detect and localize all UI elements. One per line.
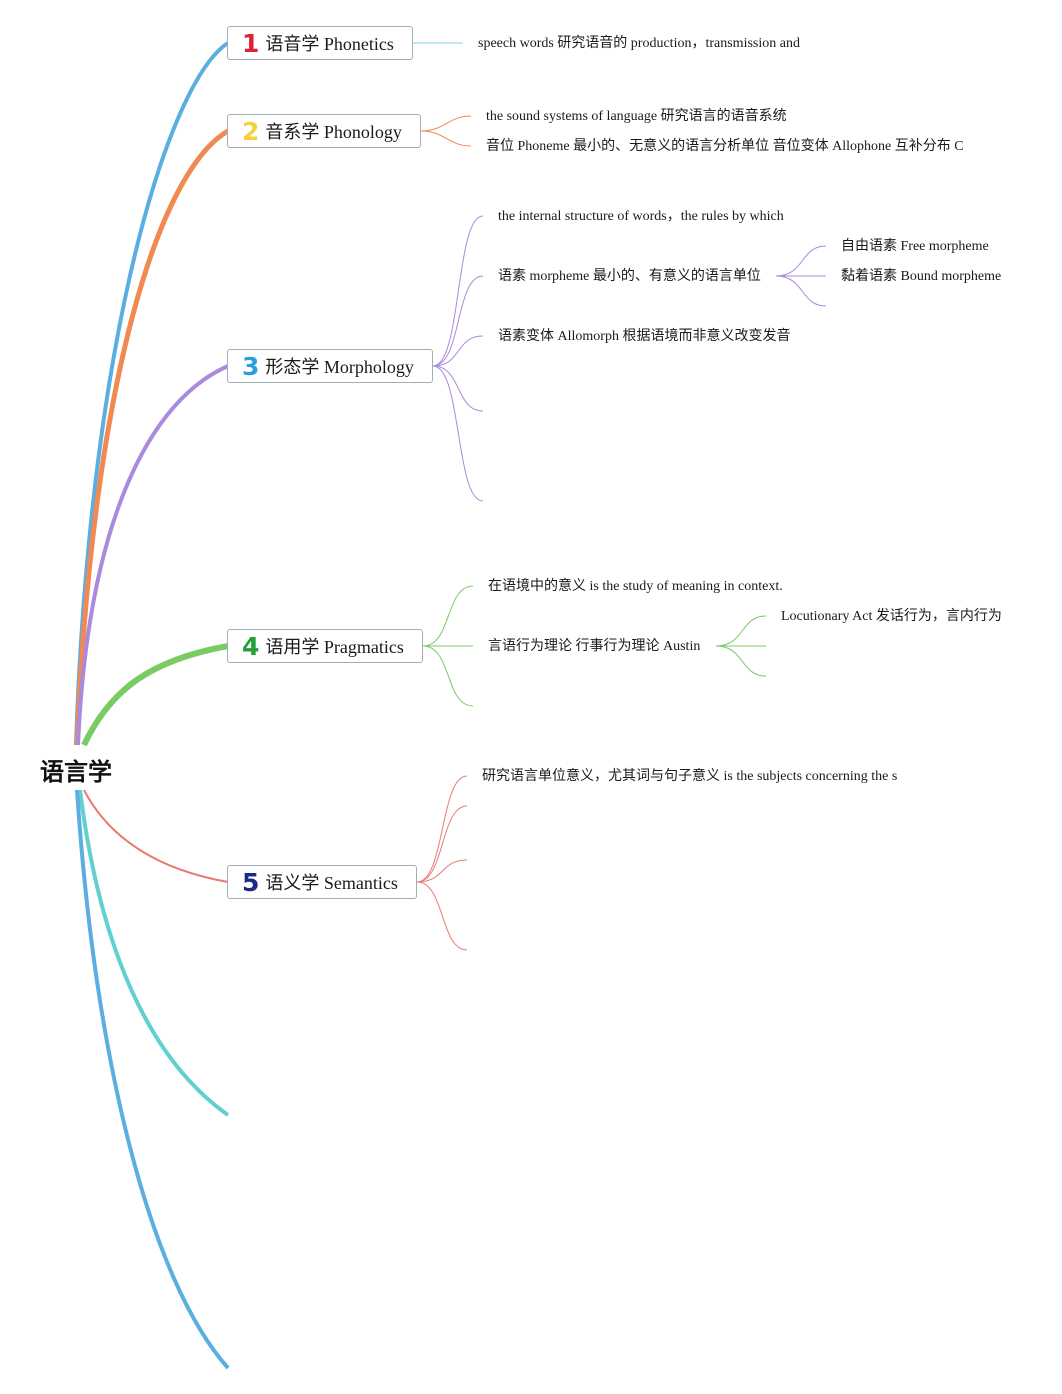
branch-semantics (83, 789, 229, 883)
connector-pragmatics-leaf1 (422, 585, 474, 647)
connector-pragmatics-empty (422, 645, 474, 707)
topic-phonetics[interactable]: 1 语音学 Phonetics (227, 26, 413, 60)
branch-empty-blue (75, 789, 230, 1370)
connector-morphology-empty2 (432, 365, 484, 502)
leaf-phonology-phoneme[interactable]: 音位 Phoneme 最小的、无意义的语言分析单位 音位变体 Allophone… (486, 139, 964, 154)
connector-semantics-empty2 (416, 859, 468, 883)
branch-pragmatics (81, 643, 229, 747)
number-3-icon: 3 (242, 351, 260, 381)
connector-speechact-empty2 (715, 645, 767, 677)
leaf-morphology-allomorph[interactable]: 语素变体 Allomorph 根据语境而非意义改变发音 (498, 329, 791, 344)
topic-label: 语用学 Pragmatics (265, 637, 404, 657)
connector-morphology-empty1 (432, 365, 484, 412)
number-2-icon: 2 (242, 116, 260, 146)
connector-morphology-leaf1 (432, 215, 484, 367)
topic-semantics[interactable]: 5 语义学 Semantics (227, 865, 417, 899)
leaf-morpheme-free[interactable]: 自由语素 Free morpheme (841, 239, 989, 254)
connector-morpheme-empty (775, 275, 827, 307)
branch-empty-cyan (78, 789, 230, 1117)
leaf-pragmatics-speech-act[interactable]: 言语行为理论 行事行为理论 Austin (488, 639, 701, 654)
branch-phonology (74, 128, 230, 746)
topic-label: 音系学 Phonology (265, 122, 402, 142)
root-node[interactable]: 语言学 (40, 758, 112, 786)
topic-label: 语义学 Semantics (265, 873, 398, 893)
leaf-morphology-definition[interactable]: the internal structure of words，the rule… (498, 209, 784, 224)
topic-label: 形态学 Morphology (265, 357, 414, 377)
connector-phonology-leaf2 (420, 130, 472, 147)
connector-morphology-leaf3 (432, 335, 484, 367)
connector-semantics-empty1 (416, 805, 468, 883)
connector-phonology-leaf1 (420, 115, 472, 132)
topic-label: 语音学 Phonetics (265, 34, 394, 54)
leaf-phonetics-definition[interactable]: speech words 研究语音的 production，transmissi… (478, 36, 800, 51)
leaf-morphology-morpheme[interactable]: 语素 morpheme 最小的、有意义的语言单位 (498, 269, 761, 284)
topic-morphology[interactable]: 3 形态学 Morphology (227, 349, 433, 383)
branch-phonetics (74, 41, 230, 746)
number-1-icon: 1 (242, 28, 260, 58)
leaf-morpheme-bound[interactable]: 黏着语素 Bound morpheme (841, 269, 1002, 284)
leaf-pragmatics-definition[interactable]: 在语境中的意义 is the study of meaning in conte… (488, 579, 783, 594)
connector-semantics-leaf1 (416, 775, 468, 883)
connector-speechact-locutionary (715, 615, 767, 647)
leaf-speech-act-locutionary[interactable]: Locutionary Act 发话行为，言内行为 (781, 609, 1002, 624)
leaf-phonology-definition[interactable]: the sound systems of language 研究语言的语音系统 (486, 109, 787, 124)
connector-morphology-leaf2 (432, 275, 484, 367)
number-5-icon: 5 (242, 867, 260, 897)
branch-morphology (76, 364, 229, 746)
number-4-icon: 4 (242, 631, 260, 661)
connector-morpheme-free (775, 245, 827, 277)
topic-pragmatics[interactable]: 4 语用学 Pragmatics (227, 629, 423, 663)
topic-phonology[interactable]: 2 音系学 Phonology (227, 114, 421, 148)
connector-semantics-empty3 (416, 881, 468, 951)
leaf-semantics-definition[interactable]: 研究语言单位意义，尤其词与句子意义 is the subjects concer… (482, 769, 898, 784)
